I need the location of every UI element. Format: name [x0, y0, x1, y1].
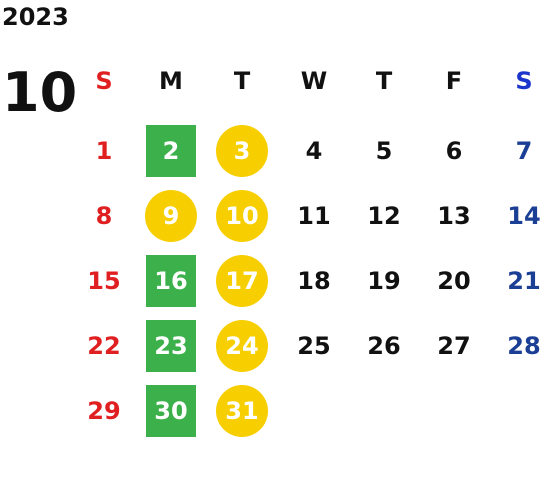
day-11[interactable]: 11	[297, 202, 331, 230]
calendar-month: 10	[2, 61, 78, 124]
day-31[interactable]: 31	[216, 385, 268, 437]
day-5[interactable]: 5	[375, 137, 393, 165]
day-23[interactable]: 23	[146, 320, 196, 372]
day-1[interactable]: 1	[95, 137, 113, 165]
day-20[interactable]: 20	[437, 267, 471, 295]
day-26[interactable]: 26	[367, 332, 401, 360]
day-21[interactable]: 21	[507, 267, 541, 295]
day-9[interactable]: 9	[145, 190, 197, 242]
weekday-sunday: S	[95, 67, 113, 95]
day-4[interactable]: 4	[305, 137, 323, 165]
calendar-year: 2023	[2, 3, 69, 31]
weekday-wednesday: W	[300, 67, 328, 95]
day-3[interactable]: 3	[216, 125, 268, 177]
day-15[interactable]: 15	[87, 267, 121, 295]
weekday-tuesday: T	[233, 67, 251, 95]
day-19[interactable]: 19	[367, 267, 401, 295]
day-13[interactable]: 13	[437, 202, 471, 230]
day-14[interactable]: 14	[507, 202, 541, 230]
day-10[interactable]: 10	[216, 190, 268, 242]
day-27[interactable]: 27	[437, 332, 471, 360]
day-6[interactable]: 6	[445, 137, 463, 165]
weekday-saturday: S	[515, 67, 533, 95]
day-12[interactable]: 12	[367, 202, 401, 230]
day-24[interactable]: 24	[216, 320, 268, 372]
day-30[interactable]: 30	[146, 385, 196, 437]
weekday-friday: F	[445, 67, 463, 95]
weekday-thursday: T	[375, 67, 393, 95]
day-16[interactable]: 16	[146, 255, 196, 307]
day-29[interactable]: 29	[87, 397, 121, 425]
day-25[interactable]: 25	[297, 332, 331, 360]
day-17[interactable]: 17	[216, 255, 268, 307]
day-28[interactable]: 28	[507, 332, 541, 360]
day-8[interactable]: 8	[95, 202, 113, 230]
day-18[interactable]: 18	[297, 267, 331, 295]
weekday-monday: M	[159, 67, 183, 95]
day-7[interactable]: 7	[515, 137, 533, 165]
day-22[interactable]: 22	[87, 332, 121, 360]
day-2[interactable]: 2	[146, 125, 196, 177]
